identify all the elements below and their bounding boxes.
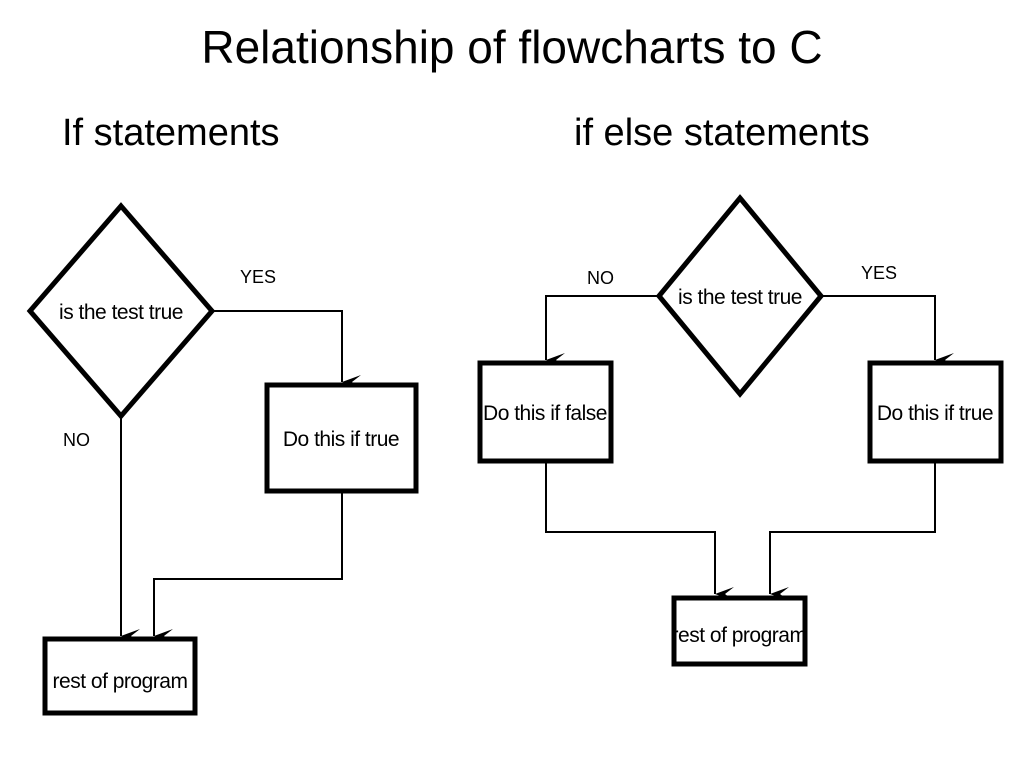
- if-flowchart: is the test true YES Do this if true NO …: [26, 202, 419, 716]
- right-decision-diamond: [655, 194, 825, 398]
- if-else-flowchart: is the test true NO YES Do this if false…: [477, 194, 1004, 667]
- left-action-text: Do this if true: [283, 428, 399, 451]
- left-decision-text: is the test true: [59, 301, 183, 324]
- if-heading: If statements: [62, 112, 280, 154]
- right-true-merge-connector: [769, 461, 936, 601]
- slide-title: Relationship of flowcharts to C: [201, 21, 823, 73]
- right-false-box: [477, 360, 614, 464]
- right-true-text: Do this if true: [877, 402, 993, 425]
- left-action-box: [264, 382, 419, 494]
- right-no-label: NO: [587, 268, 614, 288]
- right-decision-text: is the test true: [678, 286, 802, 309]
- if-else-heading: if else statements: [574, 112, 870, 154]
- left-yes-connector: [212, 310, 361, 389]
- left-yes-label: YES: [240, 267, 276, 287]
- right-true-box: [867, 360, 1004, 464]
- right-false-text: Do this if false: [483, 402, 607, 425]
- right-yes-label: YES: [861, 263, 897, 283]
- right-end-box: [671, 595, 808, 667]
- left-merge-connector: [153, 491, 343, 643]
- left-end-box: [42, 636, 198, 716]
- left-no-label: NO: [63, 430, 90, 450]
- right-end-text: rest of program: [672, 624, 807, 647]
- right-no-connector: [545, 295, 659, 367]
- right-false-merge-connector: [545, 461, 734, 601]
- left-end-text: rest of program: [53, 670, 188, 693]
- right-yes-connector: [821, 295, 954, 367]
